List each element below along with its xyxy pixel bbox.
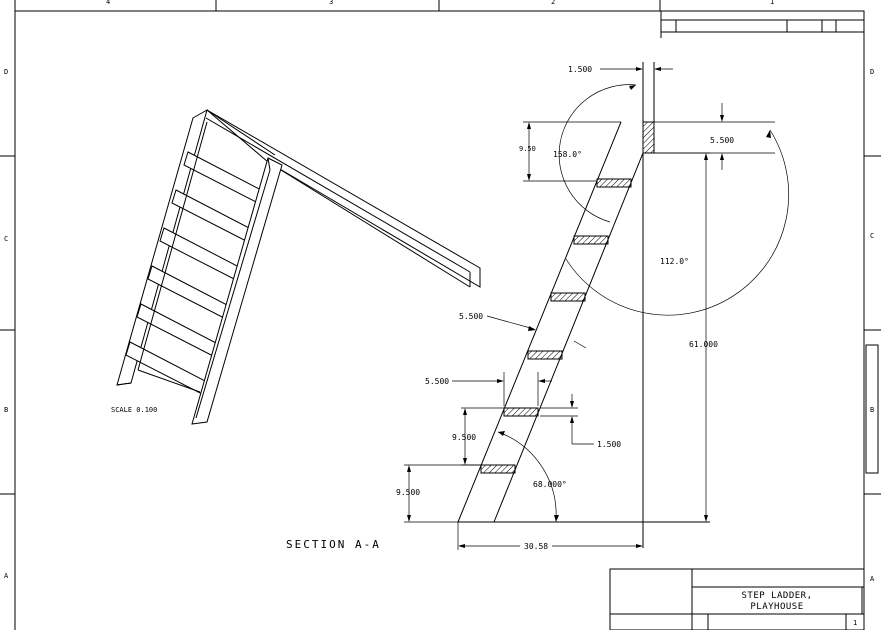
dim-horizontal-run: 30.58 [524,542,548,551]
zone-top-3: 3 [329,0,333,6]
zone-left-a: A [4,572,9,580]
zone-left-b: B [4,406,8,414]
zone-right-b: B [870,406,874,414]
title-line-1: STEP LADDER, [741,591,812,601]
sheet-number: 1 [853,619,857,627]
zone-top-2: 2 [551,0,555,6]
title-block: STEP LADDER, PLAYHOUSE 1 [609,568,865,630]
top-board-section [642,121,655,154]
dim-stringer-width: 5.500 [459,312,483,321]
zone-right-a: A [870,575,875,583]
dim-total-height: 61.000 [689,340,718,349]
isometric-ladder-view: SCALE 0.100 [111,108,481,425]
zone-left-c: C [4,235,8,243]
dim-top-angle: 158.0° [553,150,582,159]
section-label: SECTION A-A [286,538,381,551]
scale-label: SCALE 0.100 [111,406,157,414]
dim-tread-depth: 5.500 [425,377,449,386]
revision-block [660,10,865,38]
zone-left-d: D [4,68,8,76]
zone-right-d: D [870,68,874,76]
zone-right-c: C [870,232,874,240]
dim-mid-angle: 112.0° [660,257,689,266]
dim-top-board-width: 5.500 [710,136,734,145]
dim-rise-bottom: 9.500 [396,488,420,497]
dimensions: 1.500 5.500 9.50 158.0° 112.0° 61.000 [396,65,789,551]
dim-top-rise: 9.50 [519,145,536,153]
stringer-front-edge [493,152,644,523]
dim-tread-thickness: 1.500 [597,440,621,449]
dim-top-thickness: 1.500 [568,65,592,74]
dim-rise-lower: 9.500 [452,433,476,442]
title-line-2: PLAYHOUSE [750,602,803,612]
zone-labels: 4 3 2 1 D C B A D C B A [4,0,875,583]
zone-top-1: 1 [770,0,774,6]
stringer-back-edge [457,121,622,523]
section-view: SECTION A-A [286,62,710,551]
tread-sections [480,178,632,474]
iso-right-stringer [191,157,283,425]
dim-base-angle: 68.000° [533,480,567,489]
zone-top-4: 4 [106,0,110,6]
